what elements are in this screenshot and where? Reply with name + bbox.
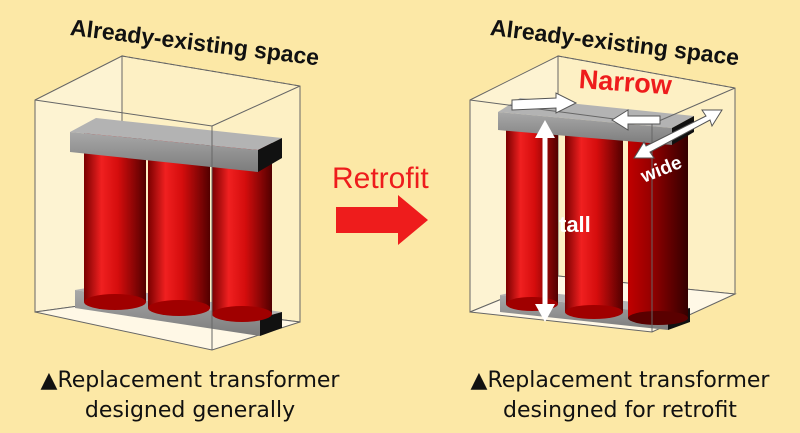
left-coil-3	[212, 142, 272, 314]
right-coil-2	[565, 124, 623, 312]
right-caption: ▲Replacement transformer desingned for r…	[440, 366, 800, 426]
retrofit-arrow	[336, 195, 428, 245]
tall-label: tall	[559, 212, 591, 237]
right-coil-3	[628, 130, 688, 318]
right-caption-line2: desingned for retrofit	[503, 398, 737, 423]
narrow-label: Narrow	[577, 64, 673, 101]
left-caption: ▲Replacement transformer designed genera…	[0, 366, 380, 426]
left-transformer	[70, 118, 282, 336]
retrofit-label: Retrofit	[332, 162, 429, 195]
left-caption-line2: designed generally	[84, 398, 296, 423]
wide-arrow	[633, 109, 723, 159]
left-caption-line1: ▲Replacement transformer	[40, 368, 340, 393]
right-coil-1	[506, 118, 558, 304]
left-space-front-edges	[34, 55, 301, 350]
right-transformer	[498, 98, 694, 330]
narrow-arrows	[511, 92, 661, 131]
right-caption-line1: ▲Replacement transformer	[470, 368, 770, 393]
tall-arrow	[535, 120, 555, 322]
